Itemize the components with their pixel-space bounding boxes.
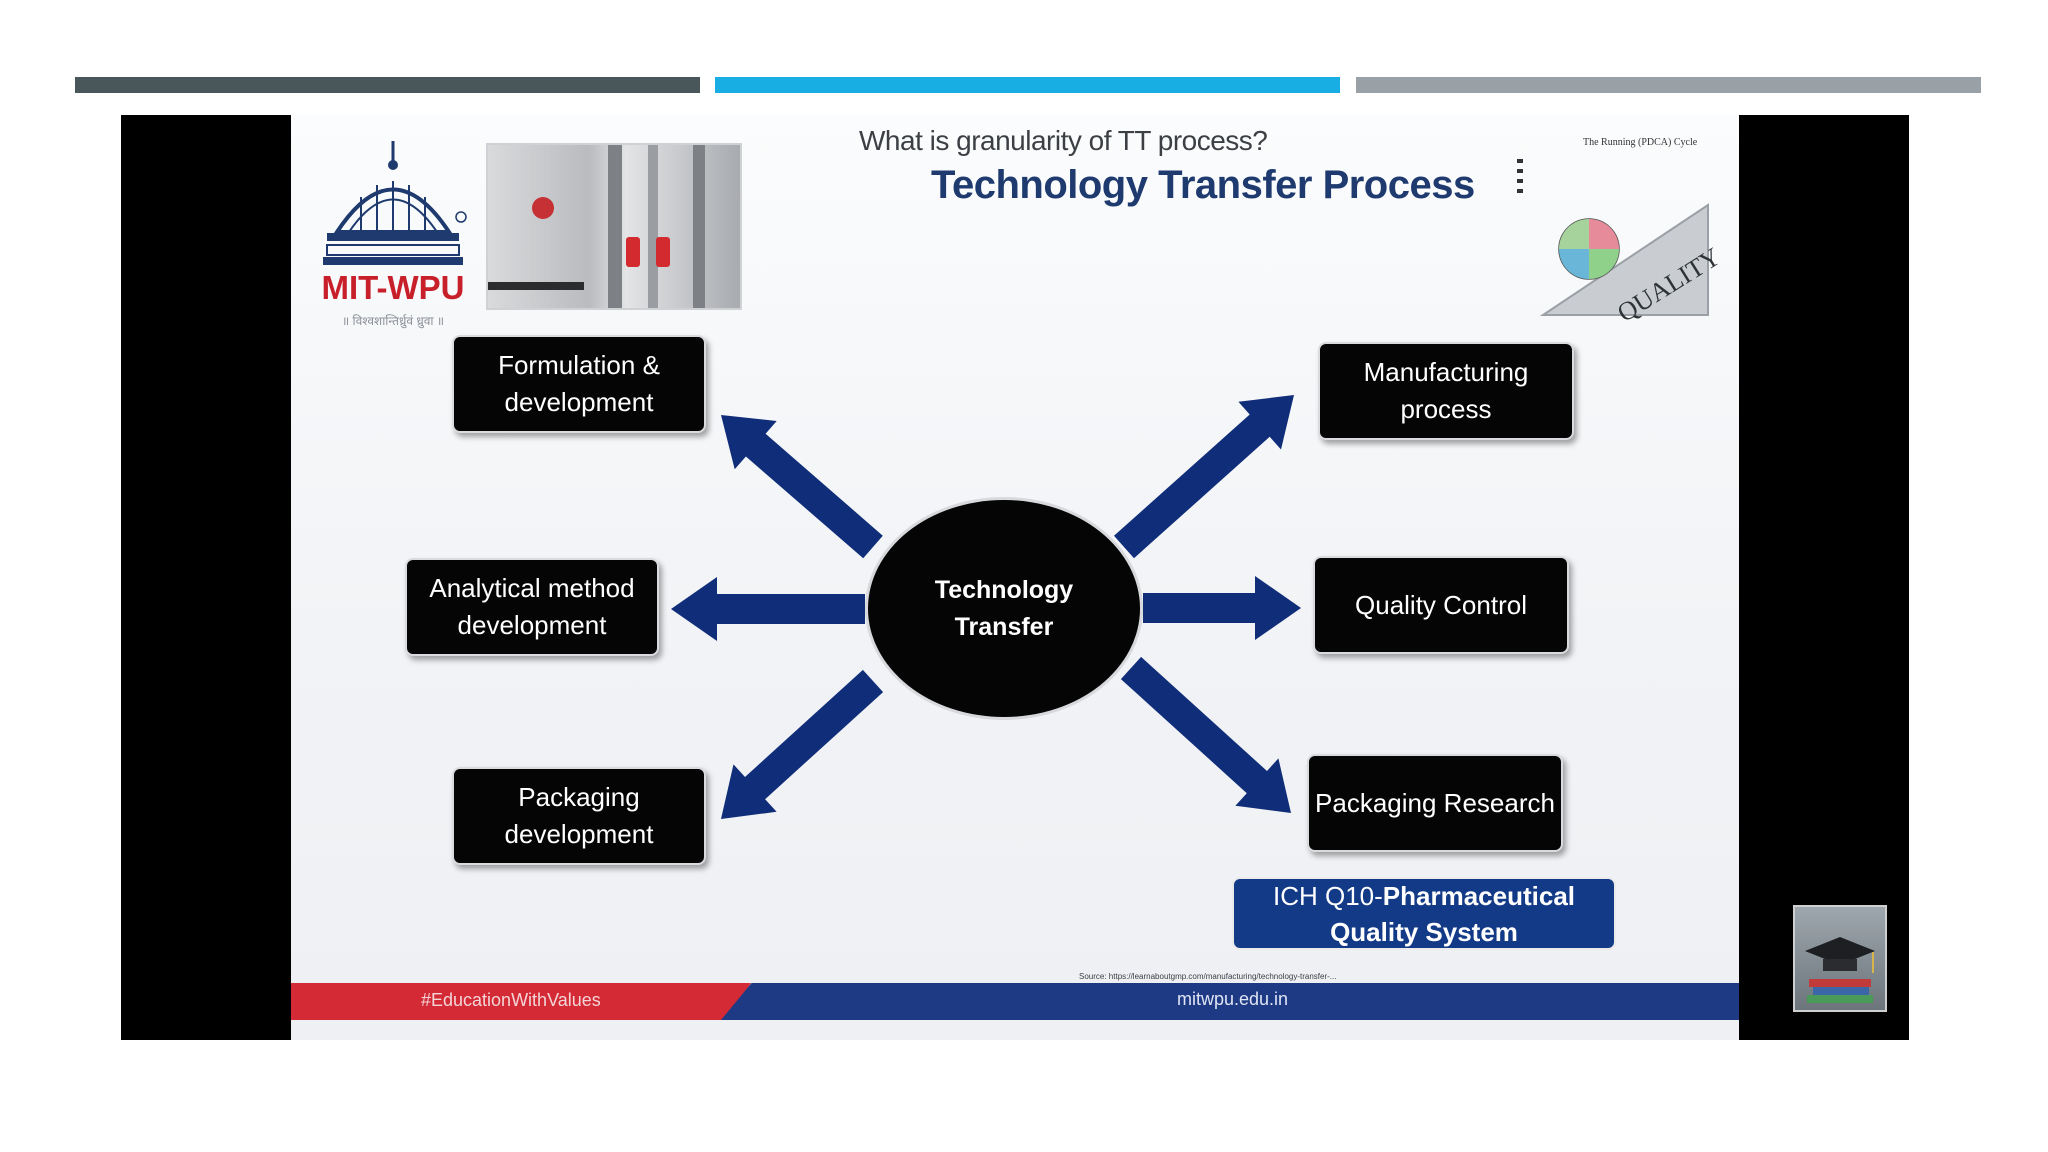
- progress-bar-gray: [1356, 77, 1981, 93]
- arrow-to-analytical: [671, 577, 865, 641]
- progress-bar-dark: [75, 77, 700, 93]
- node-formulation-label: Formulation & development: [498, 350, 660, 417]
- node-analytical: Analytical method development: [405, 558, 659, 656]
- arrow-diagram: [671, 395, 1301, 819]
- progress-bar-cyan: [715, 77, 1340, 93]
- node-quality-control: Quality Control: [1313, 556, 1569, 654]
- ich-bold: Pharmaceutical Quality System: [1330, 880, 1576, 947]
- hub-technology-transfer: Technology Transfer: [868, 500, 1140, 717]
- footer-red-band: [291, 983, 751, 1020]
- node-quality-control-label: Quality Control: [1355, 589, 1527, 620]
- node-packaging-development: Packaging development: [452, 767, 706, 865]
- quality-triangle-icon: The Running (PDCA) Cycle QUALITY: [1517, 137, 1726, 328]
- slide: MIT-WPU ॥ विश्वशान्तिर्ध्रुवं ध्रुवा ॥ W…: [291, 115, 1739, 1040]
- node-packaging-research-label: Packaging Research: [1315, 787, 1555, 818]
- slide-title: Technology Transfer Process: [931, 163, 1475, 207]
- footer-url: mitwpu.edu.in: [1177, 989, 1289, 1009]
- equipment-photo: [486, 143, 742, 310]
- arrow-to-packaging-research: [1120, 656, 1291, 813]
- arrow-to-manufacturing: [1114, 395, 1294, 559]
- footer-hashtag: #EducationWithValues: [421, 990, 601, 1010]
- logo-tagline: ॥ विश्वशान्तिर्ध्रुवं ध्रुवा ॥: [341, 314, 445, 328]
- node-packaging-research: Packaging Research: [1307, 754, 1563, 852]
- footer-blue-band: [721, 983, 1739, 1020]
- source-citation: Source: https://learnaboutgmp.com/manufa…: [1079, 972, 1337, 981]
- ich-q10-label: ICH Q10-Pharmaceutical Quality System: [1232, 877, 1616, 950]
- node-analytical-label: Analytical method development: [429, 573, 635, 640]
- slide-question: What is granularity of TT process?: [859, 125, 1268, 156]
- quality-graphic: The Running (PDCA) Cycle QUALITY: [1513, 125, 1726, 328]
- node-manufacturing: Manufacturing process: [1318, 342, 1574, 440]
- logo-name: MIT-WPU: [321, 269, 465, 306]
- arrow-to-quality-control: [1143, 576, 1301, 640]
- ich-prefix: ICH Q10-: [1272, 880, 1383, 911]
- node-manufacturing-label: Manufacturing process: [1363, 357, 1529, 424]
- video-frame: MIT-WPU ॥ विश्वशान्तिर्ध्रुवं ध्रुवा ॥ W…: [121, 115, 1909, 1040]
- graduation-cap-thumbnail-icon: [1793, 905, 1887, 1012]
- university-dome-icon: [323, 141, 467, 265]
- graphic-caption: The Running (PDCA) Cycle: [1583, 137, 1698, 148]
- arrow-to-formulation: [721, 415, 883, 559]
- node-packaging-development-label: Packaging development: [504, 782, 654, 849]
- arrow-to-packaging-dev: [721, 669, 884, 819]
- hub-label: Technology Transfer: [934, 575, 1074, 641]
- university-logo: MIT-WPU ॥ विश्वशान्तिर्ध्रुवं ध्रुवा ॥: [309, 137, 477, 328]
- node-formulation: Formulation & development: [452, 335, 706, 433]
